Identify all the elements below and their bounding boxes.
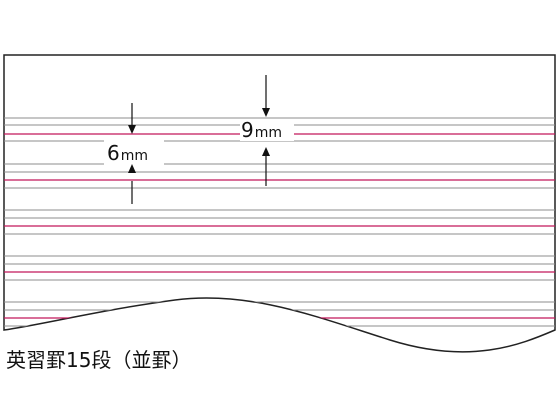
dimension-unit: mm — [255, 125, 282, 141]
arrow-head-down — [262, 108, 270, 117]
dimension-left: 6mm — [104, 103, 164, 204]
dimension-value: 9 — [241, 118, 254, 142]
dimension-right: 9mm — [240, 75, 294, 186]
arrow-head-up — [128, 164, 136, 173]
arrow-head-up — [262, 147, 270, 156]
label-backdrop — [240, 119, 294, 141]
dimension-label-left: 6mm — [107, 141, 148, 165]
caption: 英習罫15段（並罫） — [6, 348, 192, 372]
dimension-unit: mm — [121, 148, 148, 164]
label-backdrop — [104, 139, 164, 165]
dimension-value: 6 — [107, 141, 120, 165]
arrow-head-down — [128, 125, 136, 134]
paper-outline — [3, 54, 556, 353]
dimension-label-right: 9mm — [241, 118, 282, 142]
